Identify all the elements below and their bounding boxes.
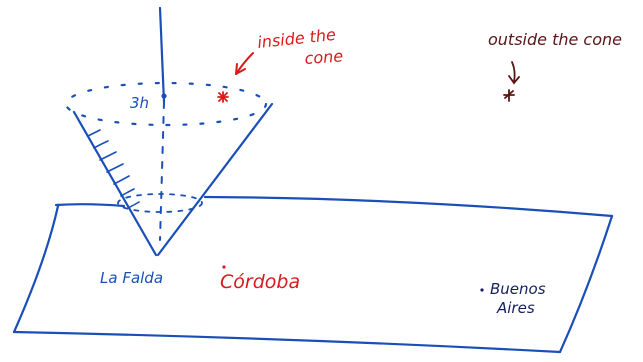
la-falda-label: La Falda (100, 269, 163, 287)
plane-right-edge (558, 214, 614, 354)
height-line-solid (158, 6, 166, 104)
height-line-dashed (159, 101, 165, 241)
cordoba-label: Córdoba (220, 271, 300, 293)
plane-top-edge-left (54, 203, 126, 208)
buenos-aires-dot (480, 288, 484, 292)
map-plane (12, 195, 614, 354)
cone-hatching (87, 129, 140, 209)
inside-annotation: inside the cone (217, 25, 344, 103)
outside-star-icon (503, 89, 515, 102)
outside-annotation: outside the cone (488, 30, 622, 102)
height-dot (161, 93, 167, 99)
inside-star-icon (217, 91, 229, 103)
inside-note-line2: cone (304, 46, 344, 68)
plane-top-edge-right (203, 195, 614, 218)
plane-left-edge (12, 204, 60, 334)
cone-rim (64, 81, 268, 127)
cone-right-side (156, 102, 274, 257)
plane-bottom-edge (12, 330, 562, 354)
cone (64, 6, 274, 257)
height-label: 3h (130, 94, 149, 112)
outside-note: outside the cone (488, 30, 622, 49)
cordoba-dot (222, 265, 226, 269)
outside-arrow-icon (508, 61, 520, 85)
buenos-aires-line2: Aires (496, 299, 535, 317)
inside-arrow-icon (235, 52, 254, 75)
buenos-aires-line1: Buenos (490, 280, 546, 298)
